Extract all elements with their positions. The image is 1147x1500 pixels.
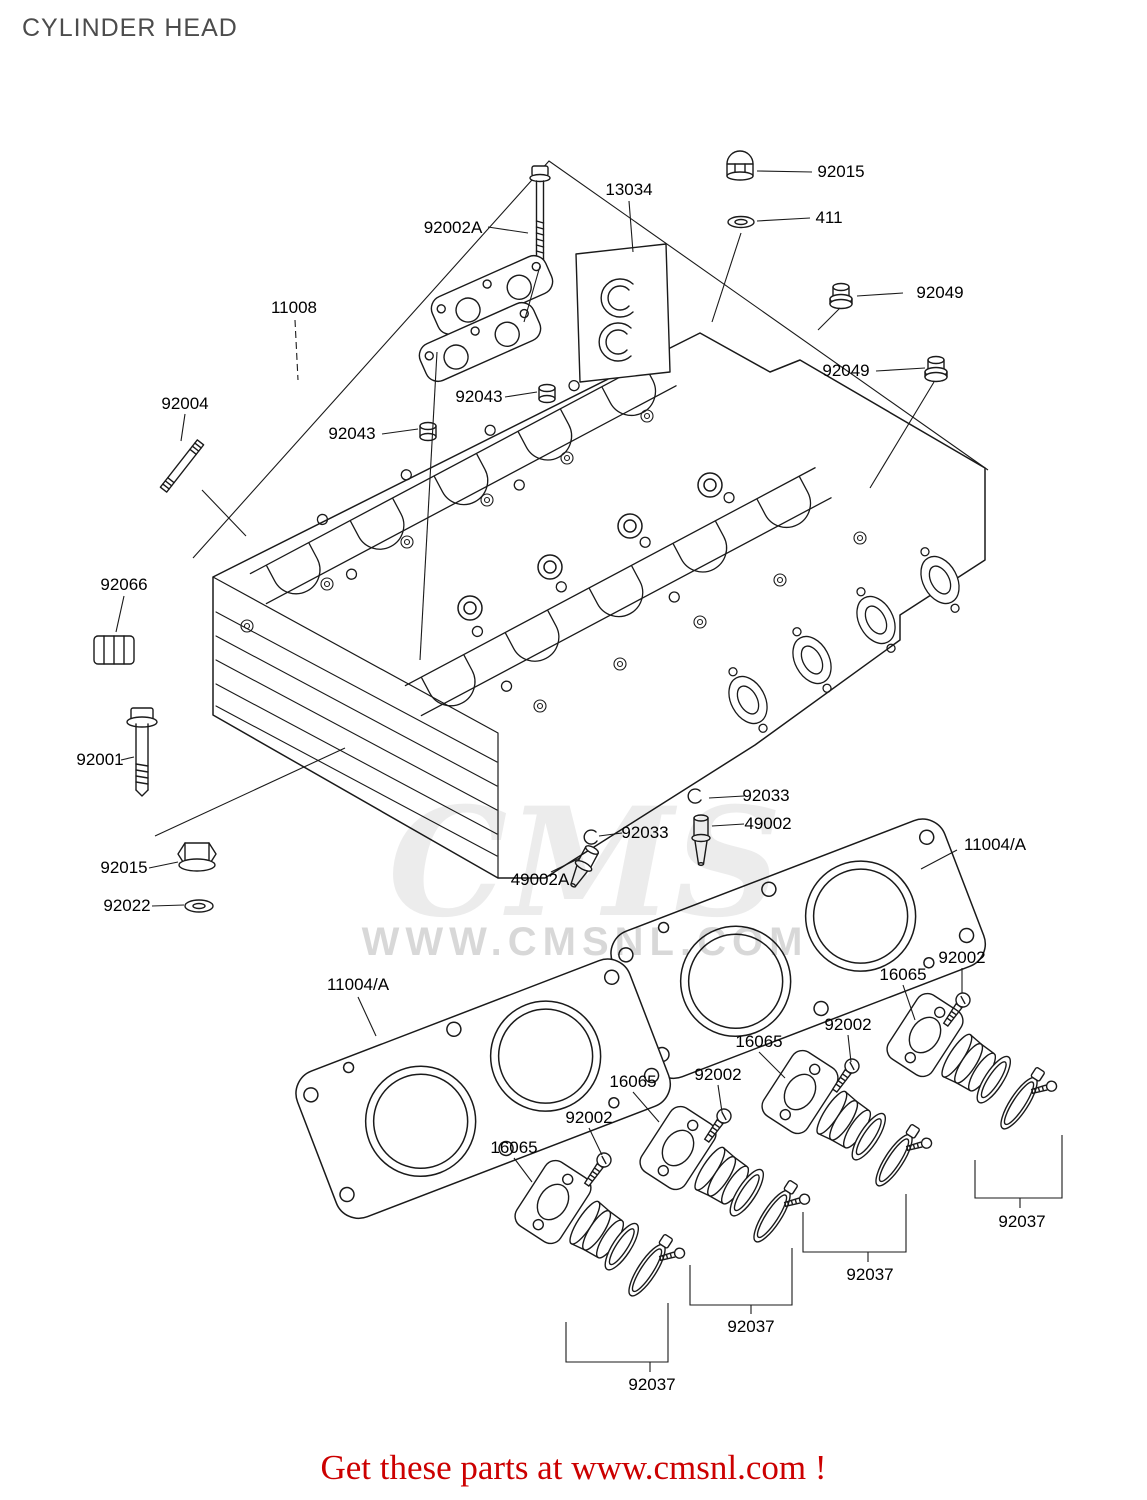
frame-guide-lines — [192, 160, 989, 559]
cap-nut-92015 — [726, 150, 754, 181]
cms-watermark-logo: CMS — [388, 775, 782, 951]
stud-92004 — [159, 439, 205, 493]
intake-boot-1 — [881, 988, 1065, 1145]
clip-92033-b — [583, 829, 598, 845]
valve-guide-49002a — [570, 845, 600, 888]
watermark: CMS WWW.CMSNL.COM — [362, 775, 809, 964]
leader-lines — [115, 170, 1063, 1372]
screw-92002-4 — [580, 1149, 615, 1190]
shim-box-13034 — [575, 243, 671, 383]
plug-92066 — [93, 635, 135, 665]
cylinder-head-drawing — [212, 332, 986, 879]
cooling-fins — [215, 611, 498, 857]
valve-seal-92049-a — [829, 282, 853, 310]
long-bolt-92002a — [529, 165, 551, 267]
cam-cap-2 — [418, 301, 542, 383]
intake-ports — [728, 547, 960, 733]
deck-bolt-holes — [240, 409, 867, 713]
spark-plug-wells — [457, 472, 723, 621]
washer-92022 — [184, 899, 214, 913]
footer-link[interactable]: Get these parts at www.cmsnl.com ! — [320, 1448, 827, 1487]
bolt-92001 — [126, 707, 158, 797]
valve-guide-49002 — [691, 814, 711, 867]
valve-seal-92049-b — [924, 355, 948, 383]
page-title: CYLINDER HEAD — [22, 14, 238, 42]
leader-line-11008 — [294, 319, 299, 381]
head-gasket-left — [288, 951, 679, 1227]
dowel-92043-b — [419, 421, 437, 442]
dowel-92043-a — [538, 383, 556, 404]
washer-411 — [727, 215, 755, 229]
clip-92033-a — [687, 788, 702, 804]
watermark-url-text: WWW.CMSNL.COM — [362, 920, 809, 964]
nut-92015-left — [177, 842, 217, 872]
